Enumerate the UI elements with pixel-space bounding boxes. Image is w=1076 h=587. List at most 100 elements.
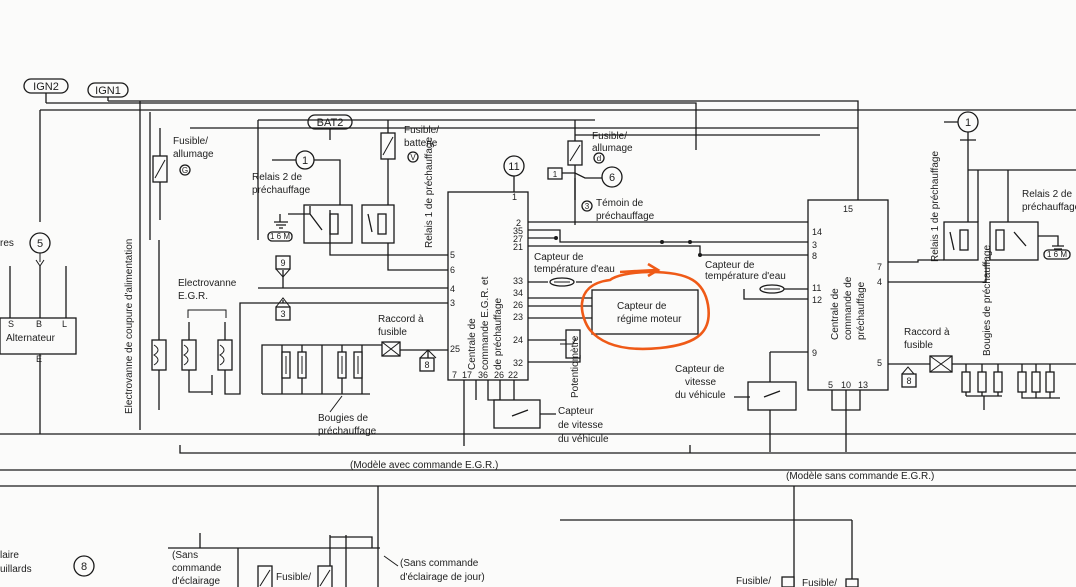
svg-text:d'éclairage: d'éclairage (172, 576, 220, 587)
svg-text:11: 11 (508, 161, 519, 173)
relais2-left-label-2: préchauffage (252, 185, 311, 196)
svg-text:Capteur de: Capteur de (675, 364, 725, 375)
centrale-prechauffage-right: 15 Centrale de commande de préchauffage (807, 199, 889, 391)
relais-2-left: 1 6 M (267, 204, 353, 244)
svg-text:IGN2: IGN2 (33, 81, 59, 93)
svg-text:32: 32 (513, 358, 523, 368)
relais-2-right: Relais 2 de préchauffage 1 6 M (989, 189, 1076, 261)
svg-text:4: 4 (450, 284, 455, 294)
svg-text:Fusible/: Fusible/ (404, 125, 439, 136)
svg-text:14: 14 (812, 227, 822, 237)
svg-text:1: 1 (302, 155, 308, 167)
bougies-left: Bougies de préchauffage (261, 344, 398, 437)
connector-11: 11 (503, 155, 525, 192)
svg-text:11: 11 (812, 283, 821, 293)
svg-text:allumage: allumage (173, 149, 214, 160)
svg-text:Fusible/: Fusible/ (802, 578, 837, 587)
svg-text:uillards: uillards (0, 564, 32, 575)
svg-text:6: 6 (609, 172, 615, 184)
raccord-fusible-right: Raccord à fusible 8 (888, 327, 1076, 388)
bottom-left-fragment: laire uillards 8 (0, 550, 95, 577)
svg-text:5: 5 (877, 358, 882, 368)
svg-text:Capteur de: Capteur de (705, 260, 755, 271)
right-unit-pins-left: 14 3 8 11 12 9 (812, 227, 822, 358)
capteur-temperature-left: Capteur de température d'eau (534, 252, 615, 287)
electrovanne-egr: Electrovanne E.G.R. (178, 278, 248, 395)
connector-6: 6 1 (547, 166, 623, 200)
svg-text:préchauffage: préchauffage (856, 281, 867, 340)
svg-text:Bougies de: Bougies de (318, 413, 368, 424)
svg-text:33: 33 (513, 276, 523, 286)
svg-text:1: 1 (965, 117, 971, 129)
svg-text:fusible: fusible (904, 340, 933, 351)
svg-text:22: 22 (508, 370, 518, 380)
svg-text:Fusible/: Fusible/ (736, 576, 771, 587)
svg-text:17: 17 (462, 370, 472, 380)
svg-text:2: 2 (516, 218, 521, 228)
relais-1-left: Relais 1 de préchauffage (361, 137, 435, 248)
svg-text:4: 4 (877, 277, 882, 287)
svg-text:3: 3 (280, 309, 285, 319)
ign2-connector: IGN2 (23, 78, 69, 94)
svg-text:Alternateur: Alternateur (6, 333, 56, 344)
svg-text:d'éclairage de jour): d'éclairage de jour) (400, 572, 485, 583)
relais2-left-label-1: Relais 2 de (252, 172, 302, 183)
fusible-batterie: Fusible/ batterie V (380, 120, 439, 210)
right-relay-wires (888, 169, 1076, 283)
left-unit-pins-bottom: 7 17 36 26 22 (452, 370, 518, 380)
svg-text:1: 1 (512, 192, 517, 202)
svg-text:8: 8 (812, 251, 817, 261)
right-unit-bottom-wires (831, 390, 861, 452)
svg-text:Centrale de: Centrale de (467, 318, 478, 370)
model-divider: (Modèle avec commande E.G.R.) (Modèle sa… (0, 433, 1076, 587)
svg-text:Capteur: Capteur (558, 406, 594, 417)
svg-text:26: 26 (513, 300, 523, 310)
svg-text:1 6 M: 1 6 M (1047, 250, 1067, 259)
temoin-prechauffage: 3 Témoin de préchauffage (581, 198, 655, 222)
svg-text:10: 10 (841, 380, 851, 390)
svg-text:d: d (597, 154, 601, 163)
svg-text:commande E.G.R. et: commande E.G.R. et (480, 276, 491, 370)
svg-text:7: 7 (877, 262, 882, 272)
svg-text:15: 15 (843, 204, 853, 214)
svg-text:3: 3 (585, 202, 590, 211)
svg-text:du véhicule: du véhicule (675, 390, 726, 401)
svg-text:1 6 M: 1 6 M (270, 232, 290, 241)
svg-text:(Modèle sans commande E.G.R.): (Modèle sans commande E.G.R.) (786, 471, 934, 482)
svg-text:27: 27 (513, 234, 523, 244)
svg-text:36: 36 (478, 370, 488, 380)
bat2-connector: BAT2 (307, 114, 353, 130)
svg-text:5: 5 (37, 238, 43, 250)
svg-text:Relais 1 de préchauffage: Relais 1 de préchauffage (930, 151, 941, 262)
svg-text:L: L (62, 319, 67, 329)
svg-text:3: 3 (812, 240, 817, 250)
svg-text:res: res (0, 238, 14, 249)
svg-text:35: 35 (513, 226, 523, 236)
svg-text:commande: commande (172, 563, 222, 574)
svg-text:E.G.R.: E.G.R. (178, 291, 208, 302)
svg-text:Electrovanne de coupure d'alim: Electrovanne de coupure d'alimentation (124, 239, 135, 414)
svg-text:(Sans commande: (Sans commande (400, 558, 479, 569)
svg-text:BAT2: BAT2 (317, 117, 344, 129)
svg-text:Capteur de: Capteur de (534, 252, 584, 263)
right-unit-pins-bottom: 5 10 13 (828, 380, 868, 390)
svg-text:IGN1: IGN1 (95, 85, 121, 97)
svg-text:23: 23 (513, 312, 523, 322)
svg-text:Fusible/: Fusible/ (173, 136, 208, 147)
connector-1-left: 1 (272, 150, 341, 210)
connector-3: 3 (275, 297, 291, 321)
svg-text:6: 6 (450, 265, 455, 275)
svg-text:Capteur de: Capteur de (617, 301, 667, 312)
capteur-vitesse-left: Capteur de vitesse du véhicule (493, 399, 609, 445)
svg-text:de vitesse: de vitesse (558, 420, 603, 431)
svg-text:Potentiomètre: Potentiomètre (570, 335, 581, 398)
right-unit-pins-right: 7 4 5 (877, 262, 882, 368)
svg-text:Fusible/: Fusible/ (276, 572, 311, 583)
svg-text:Centrale de: Centrale de (830, 288, 841, 340)
svg-text:E: E (36, 354, 42, 364)
centrale-egr-prechauffage: Centrale de commande E.G.R. et de précha… (447, 191, 529, 381)
svg-text:G: G (182, 166, 188, 175)
svg-text:Raccord à: Raccord à (904, 327, 950, 338)
svg-text:S: S (8, 319, 14, 329)
svg-text:1: 1 (553, 170, 558, 179)
